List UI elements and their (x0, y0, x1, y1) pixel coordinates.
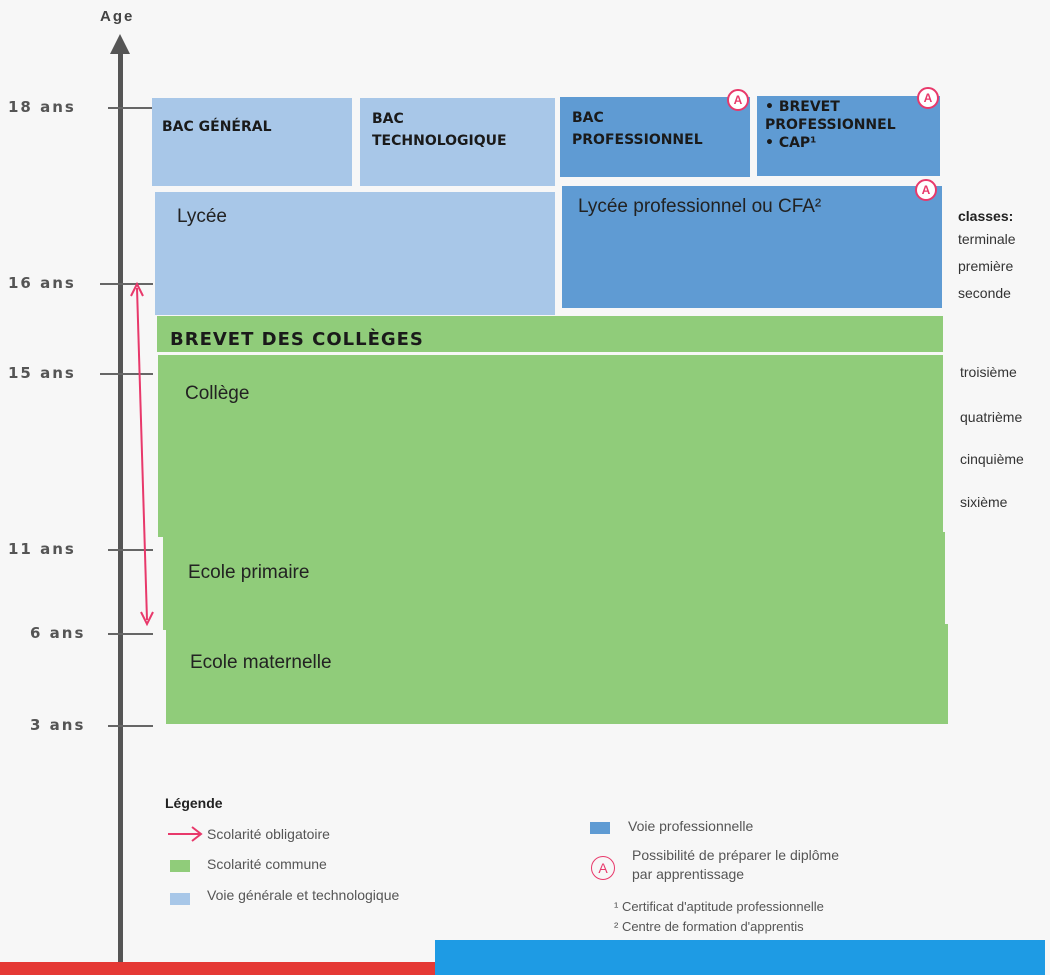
bac-professionnel-block: BAC PROFESSIONNEL (560, 97, 750, 177)
ecole-maternelle-block: Ecole maternelle (166, 624, 948, 724)
legend-common-label: Scolarité commune (207, 856, 327, 872)
primaire-label: Ecole primaire (188, 562, 310, 583)
age-label-15: 15 ans (8, 364, 76, 382)
age-axis (118, 48, 123, 975)
legend-apprentissage-icon: A (591, 856, 615, 880)
legend-pro-label: Voie professionnelle (628, 818, 754, 834)
bottom-red-band (0, 962, 435, 975)
bac-general-label: BAC GÉNÉRAL (162, 119, 272, 135)
ecole-primaire-block: Ecole primaire (163, 532, 945, 630)
compulsory-arrow (130, 281, 154, 627)
brevet-professionnel-block: • BREVET PROFESSIONNEL • CAP¹ (757, 96, 940, 176)
tick-16 (100, 283, 153, 285)
bac-techno-line2: TECHNOLOGIQUE (372, 133, 507, 149)
class-cinquieme: cinquième (960, 451, 1024, 467)
brevet-pro-line1: • BREVET (765, 99, 840, 115)
age-label-3: 3 ans (30, 716, 86, 734)
lycee-block: Lycée (155, 192, 555, 315)
lycee-professionnel-block: Lycée professionnel ou CFA² (562, 186, 942, 308)
bac-technologique-block: BAC TECHNOLOGIQUE (360, 98, 555, 186)
legend-lightblue-swatch (170, 893, 190, 905)
brevet-colleges-label: BREVET DES COLLÈGES (170, 329, 424, 350)
tick-11 (108, 549, 153, 551)
brevet-pro-line2: PROFESSIONNEL (765, 117, 896, 133)
class-premiere: première (958, 258, 1014, 274)
legend-arrow-icon (168, 826, 203, 842)
lycee-pro-label: Lycée professionnel ou CFA² (578, 196, 822, 217)
axis-arrowhead (110, 34, 130, 54)
tick-6 (108, 633, 153, 635)
apprentissage-badge: A (727, 89, 749, 111)
tick-15 (100, 373, 153, 375)
age-label-16: 16 ans (8, 274, 76, 292)
footnote-cfa: ² Centre de formation d'apprentis (614, 919, 804, 934)
age-label-6: 6 ans (30, 624, 86, 642)
college-label: Collège (185, 383, 250, 404)
legend-compulsory-label: Scolarité obligatoire (207, 826, 330, 842)
apprentissage-badge: A (915, 179, 937, 201)
legend-general-label: Voie générale et technologique (207, 887, 400, 903)
class-troisieme: troisième (960, 364, 1017, 380)
legend-apprentissage-line2: par apprentissage (632, 866, 745, 882)
legend-darkblue-swatch (590, 822, 610, 834)
bottom-blue-band (435, 940, 1045, 975)
class-terminale: terminale (958, 231, 1016, 247)
bac-techno-line1: BAC (372, 111, 404, 127)
brevet-pro-line3: • CAP¹ (765, 135, 817, 151)
maternelle-label: Ecole maternelle (190, 652, 332, 673)
class-sixieme: sixième (960, 494, 1008, 510)
legend-apprentissage-line1: Possibilité de préparer le diplôme (632, 847, 839, 863)
bac-general-block: BAC GÉNÉRAL (152, 98, 352, 186)
age-label-18: 18 ans (8, 98, 76, 116)
axis-title: Age (100, 8, 135, 25)
classes-heading: classes: (958, 208, 1014, 224)
brevet-colleges-block: BREVET DES COLLÈGES (157, 316, 943, 352)
bac-pro-line2: PROFESSIONNEL (572, 132, 703, 148)
tick-18 (108, 107, 153, 109)
legend-title: Légende (165, 795, 223, 811)
tick-3 (108, 725, 153, 727)
lycee-label: Lycée (177, 206, 227, 227)
apprentissage-badge: A (917, 87, 939, 109)
age-label-11: 11 ans (8, 540, 76, 558)
bac-pro-line1: BAC (572, 110, 604, 126)
legend-green-swatch (170, 860, 190, 872)
class-seconde: seconde (958, 285, 1011, 301)
footnote-cap: ¹ Certificat d'aptitude professionnelle (614, 899, 824, 914)
class-quatrieme: quatrième (960, 409, 1023, 425)
college-block: Collège (158, 355, 943, 537)
